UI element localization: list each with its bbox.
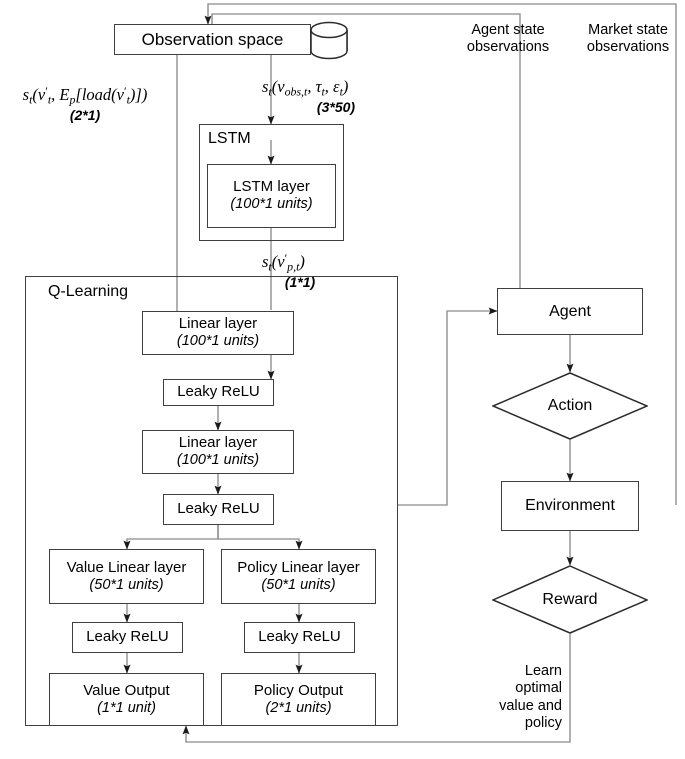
market-state-line-2: observations (586, 39, 670, 56)
leaky-relu-1-box[interactable]: Leaky ReLU (163, 379, 274, 406)
market-state-signal-dims: (3*50) (316, 98, 356, 115)
learn-line-4: policy (524, 715, 562, 732)
policy-linear-layer-name: Policy Linear layer (237, 558, 360, 576)
value-linear-layer-name: Value Linear layer (66, 558, 187, 576)
value-linear-layer-box[interactable]: Value Linear layer (50*1 units) (49, 549, 204, 604)
value-output-units: (1*1 unit) (97, 699, 156, 716)
agent-state-signal-expr: st(v′t, Ep[load(v′t)]) (22, 84, 148, 107)
qlearning-group: Q-Learning (25, 276, 398, 726)
lstm-group-title: LSTM (208, 130, 251, 147)
lstm-output-signal-dims: (1*1) (284, 273, 316, 290)
linear-layer-1-box[interactable]: Linear layer (100*1 units) (142, 311, 294, 355)
lstm-layer-name: LSTM layer (233, 178, 310, 196)
leaky-relu-2-box[interactable]: Leaky ReLU (163, 494, 274, 525)
lstm-layer-box[interactable]: LSTM layer (100*1 units) (207, 164, 336, 228)
lstm-group: LSTM (199, 124, 344, 241)
linear-layer-2-name: Linear layer (178, 434, 258, 452)
leaky-relu-1-name: Leaky ReLU (177, 383, 260, 401)
wire-qlearning-to-agent (398, 307, 498, 506)
reward-label: Reward (542, 590, 598, 608)
linear-layer-2-units: (100*1 units) (176, 452, 260, 469)
value-output-name: Value Output (83, 681, 170, 699)
policy-output-name: Policy Output (253, 681, 344, 699)
agent-label: Agent (549, 302, 591, 320)
agent-state-signal-label: st(v′t, Ep[load(v′t)]) (2*1) (0, 84, 170, 123)
qlearning-group-title: Q-Learning (48, 283, 129, 300)
environment-box[interactable]: Environment (501, 481, 639, 531)
lstm-output-signal-expr: st(v′p,t) (262, 251, 305, 274)
leaky-relu-value-box[interactable]: Leaky ReLU (72, 622, 183, 653)
agent-state-line-2: observations (466, 39, 550, 56)
value-output-box[interactable]: Value Output (1*1 unit) (49, 673, 204, 726)
policy-linear-layer-units: (50*1 units) (261, 576, 336, 593)
agent-state-observations-label: Agent state observations (452, 22, 564, 56)
leaky-relu-policy-name: Leaky ReLU (258, 628, 341, 646)
learn-optimal-policy-label: Learn optimal value and policy (458, 663, 562, 733)
leaky-relu-policy-box[interactable]: Leaky ReLU (244, 622, 355, 653)
linear-layer-1-name: Linear layer (178, 315, 258, 333)
lstm-layer-units: (100*1 units) (230, 196, 313, 213)
learn-line-3: value and (499, 697, 562, 714)
policy-output-units: (2*1 units) (265, 699, 332, 716)
policy-output-box[interactable]: Policy Output (2*1 units) (221, 673, 376, 726)
value-linear-layer-units: (50*1 units) (89, 576, 164, 593)
leaky-relu-2-name: Leaky ReLU (177, 500, 260, 518)
observation-space-box[interactable]: Observation space (114, 24, 311, 55)
observation-space-label: Observation space (141, 29, 284, 49)
lstm-output-signal-label: st(v′p,t) (1*1) (262, 251, 382, 290)
market-state-signal-label: st(vobs,t, τt, εt) (3*50) (262, 77, 422, 115)
agent-box[interactable]: Agent (497, 288, 643, 335)
policy-linear-layer-box[interactable]: Policy Linear layer (50*1 units) (221, 549, 376, 604)
leaky-relu-value-name: Leaky ReLU (86, 628, 169, 646)
agent-state-signal-dims: (2*1) (69, 106, 101, 123)
market-state-signal-expr: st(vobs,t, τt, εt) (262, 77, 349, 99)
action-label: Action (547, 397, 593, 414)
action-diamond[interactable]: Action (492, 372, 648, 440)
environment-label: Environment (525, 497, 615, 515)
database-cylinder-icon (307, 21, 351, 63)
linear-layer-2-box[interactable]: Linear layer (100*1 units) (142, 430, 294, 474)
learn-line-1: Learn (524, 663, 562, 679)
market-state-line-1: Market state (588, 22, 668, 38)
reward-diamond[interactable]: Reward (492, 565, 648, 634)
agent-state-line-1: Agent state (471, 22, 545, 38)
market-state-observations-label: Market state observations (572, 22, 684, 56)
linear-layer-1-units: (100*1 units) (176, 333, 260, 350)
learn-line-2: optimal (515, 680, 562, 697)
